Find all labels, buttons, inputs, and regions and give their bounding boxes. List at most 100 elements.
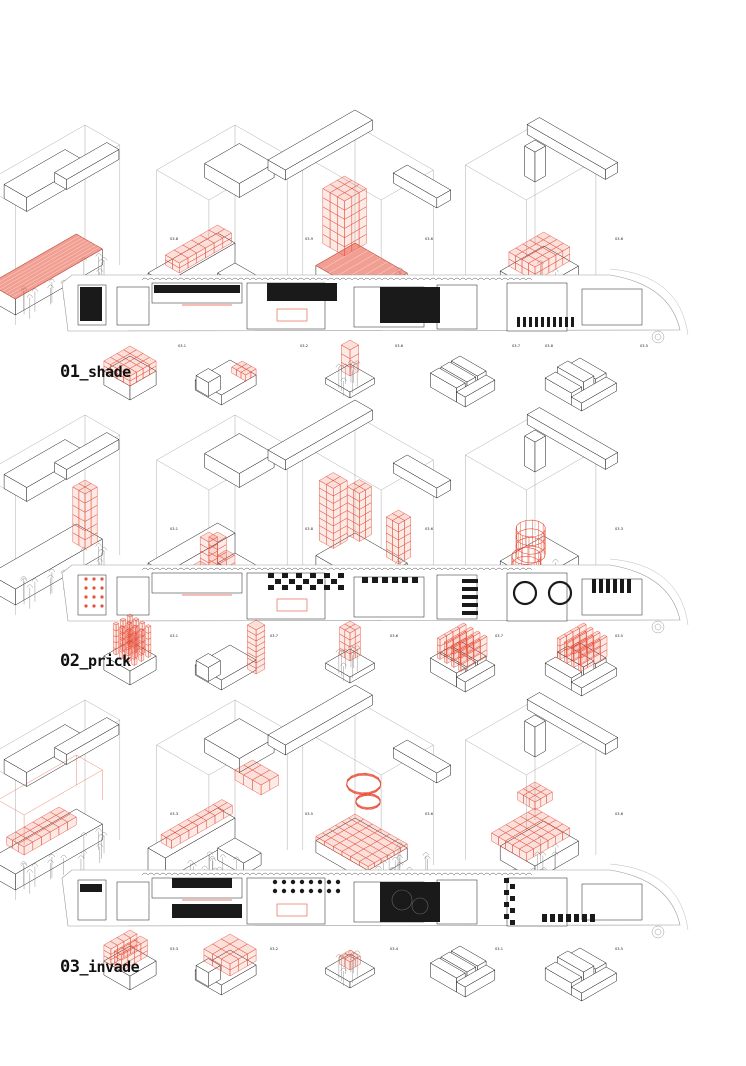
tree-canopy — [20, 861, 27, 865]
red-grid-cell — [103, 941, 118, 950]
plan-ring — [391, 889, 413, 911]
red-grid-cell — [450, 642, 461, 648]
tree-canopy — [422, 852, 430, 856]
plan-dot — [290, 888, 296, 894]
block-roof — [569, 947, 607, 970]
tree-canopy — [340, 662, 347, 667]
plan-block — [151, 572, 243, 594]
red-grid-cell — [165, 832, 181, 841]
tree-canopy — [354, 360, 361, 364]
massing-model: 03.7 — [194, 619, 278, 691]
block-roof — [53, 717, 120, 755]
massing-model — [429, 355, 496, 408]
block-face — [534, 435, 546, 473]
plan-bar — [462, 611, 478, 615]
massing-model — [544, 357, 618, 412]
red-grid-cell — [126, 621, 133, 625]
plan-dark-area — [380, 882, 440, 922]
plan-dark-area — [80, 287, 102, 321]
tree-canopy — [396, 557, 404, 561]
view-label: 03.8 — [305, 527, 314, 531]
tree-canopy — [385, 854, 393, 859]
plan-bar — [541, 317, 544, 327]
plan-dot — [308, 879, 314, 885]
tree-canopy — [338, 954, 345, 959]
view-label: 03.5 — [640, 344, 648, 348]
tree-canopy — [396, 861, 404, 866]
block-face — [534, 720, 546, 758]
tree-canopy — [551, 851, 559, 855]
tree-canopy — [48, 853, 56, 858]
red-grid-cell — [17, 838, 34, 848]
block-roof — [526, 692, 619, 745]
red-grid-cell — [528, 795, 542, 803]
red-grid-cell — [436, 634, 447, 640]
plan-dark-area — [267, 283, 337, 301]
red-grid-cell — [220, 953, 240, 965]
massing-model — [194, 359, 257, 406]
red-grid-cell — [171, 253, 189, 264]
red-floor-line — [8, 245, 96, 296]
plan-checker — [317, 579, 323, 584]
tree-canopy — [347, 645, 355, 649]
view-label: 03.7 — [495, 634, 503, 638]
block-roof — [267, 109, 373, 171]
block-roof — [267, 399, 373, 461]
red-point — [84, 577, 88, 581]
view-label: 03.1 — [495, 947, 503, 951]
plan-block — [246, 877, 326, 925]
plan-block — [581, 578, 643, 616]
plan-block — [353, 576, 425, 618]
view-label: 03.1 — [170, 634, 178, 638]
plan-bar — [550, 914, 555, 922]
massing-model: 03.3 — [103, 929, 178, 991]
tree-canopy — [80, 832, 88, 836]
section-number: 02 — [60, 651, 80, 671]
plan-checker — [338, 573, 344, 578]
plan-block — [581, 288, 643, 326]
section-name: _shade — [79, 363, 131, 381]
plan-checker — [289, 579, 295, 584]
block-roof — [440, 951, 477, 973]
tree-canopy — [48, 568, 56, 573]
plan-block — [436, 284, 478, 330]
plan-dot — [317, 879, 323, 885]
red-plan-line — [276, 598, 308, 612]
block-roof — [526, 407, 619, 460]
massing-model: 03.1 — [429, 945, 503, 998]
massing-model — [325, 339, 375, 399]
tree-canopy — [209, 857, 217, 862]
view-label: 03.7 — [512, 344, 520, 348]
red-grid-cell — [577, 646, 588, 652]
block-roof — [570, 661, 618, 689]
section-title-prick: 02_prick — [60, 651, 131, 671]
tree-canopy — [347, 360, 355, 364]
plan-bar — [627, 579, 631, 593]
road-line — [609, 558, 689, 626]
tree-canopy — [391, 856, 399, 861]
tree-canopy — [96, 843, 103, 847]
tree-canopy — [96, 268, 103, 272]
plan-block — [116, 286, 150, 326]
tree-canopy — [95, 253, 102, 257]
massing-model: 03.5 — [544, 947, 623, 1002]
plan-bar — [462, 587, 478, 591]
view-label: 03.6 — [390, 634, 399, 638]
red-grid-cell — [208, 531, 227, 543]
tree-canopy — [31, 863, 39, 867]
tree-canopy — [335, 649, 343, 653]
plan-block — [116, 576, 150, 616]
view-label: 03.3 — [170, 947, 178, 951]
plan-bar — [620, 579, 624, 593]
plan-dark-area — [80, 884, 102, 892]
red-floor-line — [2, 241, 90, 292]
section-number: 01 — [60, 362, 80, 382]
plan-checker — [296, 585, 302, 590]
plan-dot — [299, 888, 305, 894]
tree-canopy — [396, 842, 404, 846]
view-label: 03.8 — [170, 237, 179, 241]
plan-checker — [268, 585, 274, 590]
view-label: 03.6 — [425, 812, 434, 816]
axonometric-view: 03.8 — [0, 124, 179, 325]
